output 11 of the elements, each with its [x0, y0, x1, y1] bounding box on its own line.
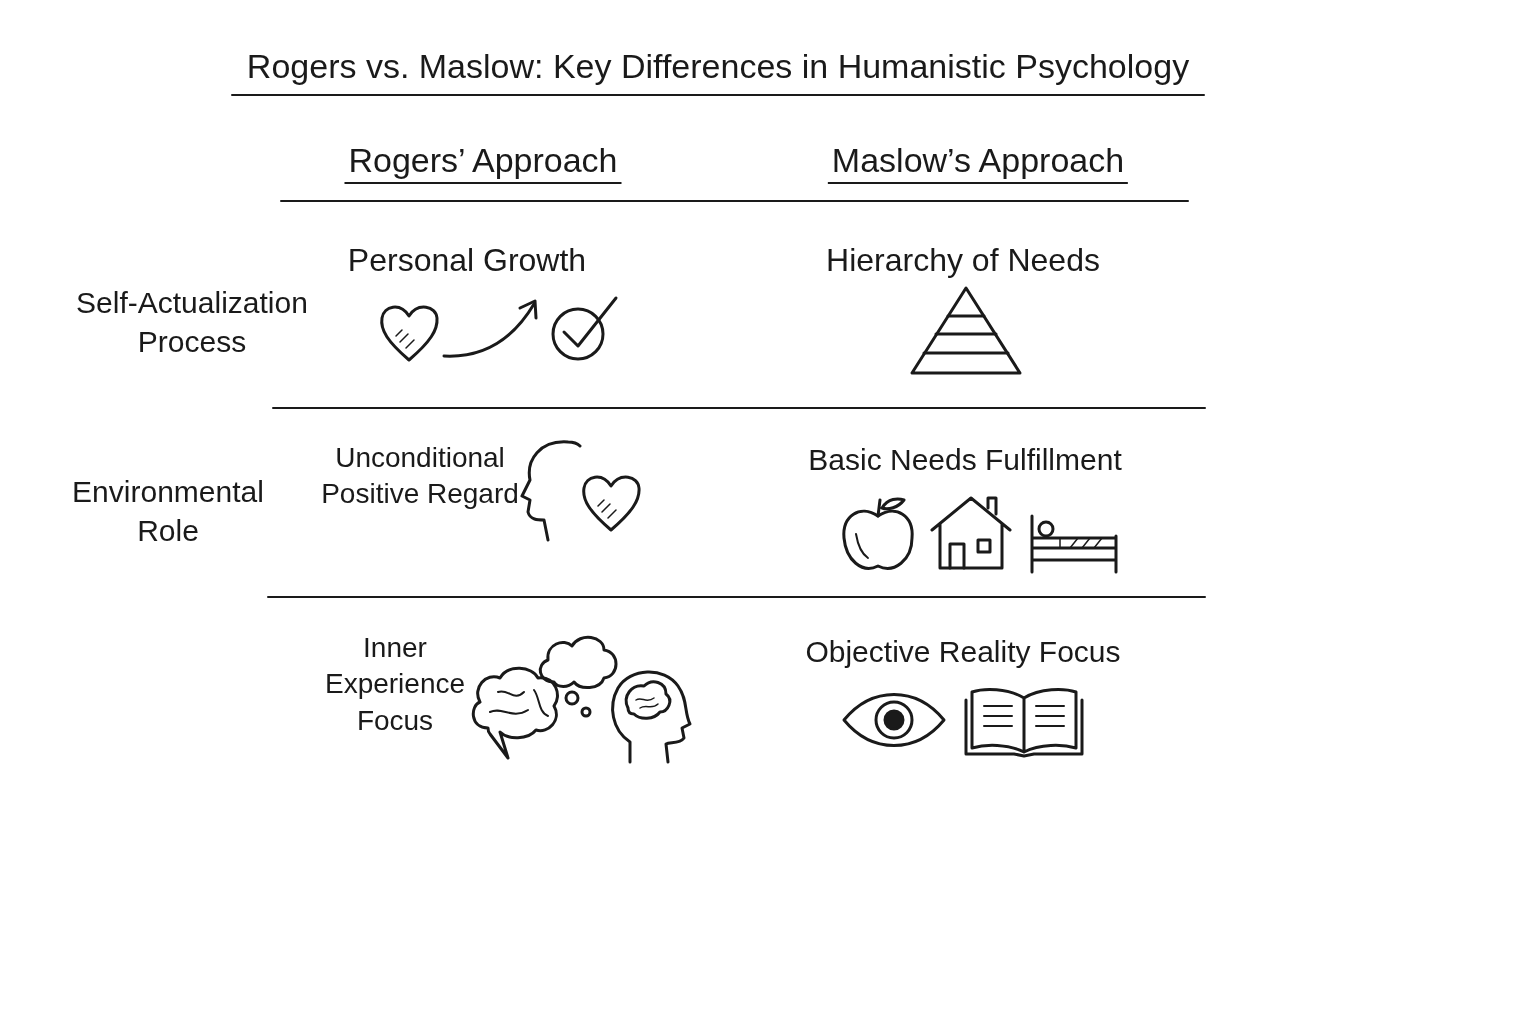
cell-text: Objective Reality Focus [804, 634, 1122, 670]
cell-text: Personal Growth [346, 241, 588, 280]
title: Rogers vs. Maslow: Key Differences in Humanistic Psychology [245, 46, 1191, 87]
cell-text: Inner Experience Focus [323, 631, 467, 738]
row-label: Self-Actualization Process [75, 285, 309, 360]
column-header: Maslow’s Approach [827, 138, 1129, 185]
row-label: Environmental Role [71, 474, 265, 549]
cell-text: Basic Needs Fulfillment [807, 442, 1123, 478]
cell-text: Hierarchy of Needs [825, 241, 1101, 280]
cell-text: Unconditional Positive Regard [320, 441, 520, 512]
column-header: Rogers’ Approach [344, 138, 622, 185]
